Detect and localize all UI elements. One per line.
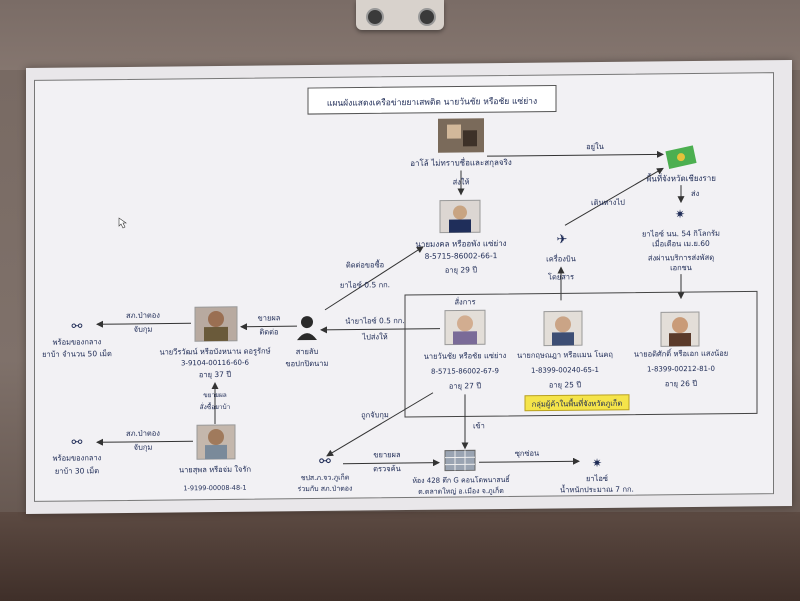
suspect2-name: นายกฤษณฎา หรือแมน โนคฤ bbox=[517, 350, 613, 360]
edge-caught: ถูกจับกุม bbox=[361, 410, 389, 419]
edge-contact-buy: ติดต่อขอซื้อ bbox=[346, 259, 384, 269]
drugs-line4: เอกชน bbox=[670, 263, 692, 272]
informant-name: สายลับ bbox=[296, 347, 319, 356]
edge-expand2: ตรวจค้น bbox=[373, 464, 401, 473]
title-box bbox=[307, 84, 557, 115]
police-line2: ร่วมกับ สภ.ป่าตอง bbox=[298, 485, 353, 494]
werawat-name: นายวีรวัฒน์ หรือบังหนาน ดอรูรักษ์ bbox=[159, 346, 270, 356]
cursor-icon bbox=[118, 217, 127, 229]
edge-travel: เดินทางไป bbox=[591, 198, 625, 207]
wanchai-id: 8-5715-86002-67-9 bbox=[431, 367, 499, 376]
projector-lens bbox=[366, 8, 384, 26]
suspect2-age: อายุ 25 ปี bbox=[549, 380, 581, 389]
boss-name: อาโล้ ไม่ทราบชื่อและสกุลจริง bbox=[410, 156, 512, 168]
informant-icon bbox=[301, 316, 313, 329]
drugs-line2: เมื่อเดือน เม.ย.60 bbox=[652, 238, 710, 249]
edge-order: สั่งการ bbox=[454, 296, 475, 306]
suspect3-id: 1-8399-00212-81-0 bbox=[647, 365, 715, 374]
drugs-line1: ยาไอซ์ นน. 54 กิโลกรัม bbox=[642, 229, 720, 239]
handcuffs-icon: ⚯ bbox=[319, 454, 331, 470]
edge-ice-half: ยาไอซ์ 0.5 กก. bbox=[340, 280, 390, 290]
edge-enter: เข้า bbox=[473, 421, 485, 430]
mongkol-age: อายุ 29 ปี bbox=[445, 265, 477, 274]
werawat-age: อายุ 37 ปี bbox=[199, 370, 231, 379]
seizure1-line2: ยาบ้า จำนวน 50 เม็ด bbox=[42, 348, 112, 359]
projector bbox=[356, 0, 444, 30]
projector-lens bbox=[418, 8, 436, 26]
condo-line2: ต.ตลาดใหญ่ อ.เมือง จ.ภูเก็ต bbox=[418, 486, 504, 496]
airplane-icon: ✈ bbox=[557, 232, 568, 247]
seizure1-line1: พร้อมของกลาง bbox=[53, 337, 102, 347]
police-line1: ชปส.ภ.จว.ภูเก็ต bbox=[301, 473, 350, 483]
seizure2-line1: พร้อมของกลาง bbox=[53, 453, 102, 463]
phuket-group-box bbox=[404, 290, 758, 418]
suspect3-age: อายุ 26 ปี bbox=[665, 379, 697, 388]
ice-leaf-icon: ✷ bbox=[592, 456, 602, 470]
edge-arrest-patong1: สภ.ป่าตอง bbox=[126, 311, 160, 320]
wanchai-name: นายวันชัย หรือชัย แซ่ย่าง bbox=[424, 351, 507, 361]
edge-plane: เครื่องบิน bbox=[546, 253, 576, 263]
ice-final-line1: ยาไอซ์ bbox=[586, 474, 608, 483]
group-label-box bbox=[524, 394, 630, 412]
edge-ice-send2: ไปส่งให้ bbox=[361, 332, 387, 341]
suspect2-id: 1-8399-00240-65-1 bbox=[531, 366, 599, 375]
wanchai-age: อายุ 27 ปี bbox=[449, 381, 481, 390]
group-label: กลุ่มผู้ค้าในพื้นที่จังหวัดภูเก็ต bbox=[532, 398, 623, 409]
mongkol-name: นายมงคล หรืออพัง แซ่ย่าง bbox=[415, 239, 506, 249]
edge-hide: ซุกซ่อน bbox=[515, 449, 539, 458]
edge-arrest2-1: สภ.ป่าตอง bbox=[126, 429, 160, 438]
ice-leaf-icon: ✷ bbox=[675, 207, 685, 221]
region-label: พื้นที่จังหวัดเชียงราย bbox=[646, 172, 716, 184]
wall-bottom bbox=[0, 512, 800, 601]
network-diagram: แผนผังแสดงเครือข่ายยาเสพติด นายวันชัย หร… bbox=[42, 84, 758, 496]
condo-line1: ห้อง 428 ตึก G คอนโดพนาสนธิ์ bbox=[412, 474, 511, 485]
mongkol-id: 8-5715-86002-66-1 bbox=[425, 251, 498, 261]
edge-order2-2: สั่งซื้อยาบ้า bbox=[200, 402, 231, 411]
edge-arrest2-2: จับกุม bbox=[134, 443, 153, 452]
edge-in-region: อยู่ใน bbox=[586, 142, 604, 151]
suspect3-name: นายอดิศักดิ์ หรือเอก แสงน้อย bbox=[634, 348, 728, 359]
edge-order2-1: ขยายผล bbox=[203, 391, 227, 399]
seizure2-line2: ยาบ้า 30 เม็ด bbox=[55, 465, 99, 475]
projection-screen: แผนผังแสดงเครือข่ายยาเสพติด นายวันชัย หร… bbox=[26, 59, 792, 515]
edge-expand1: ขยายผล bbox=[373, 450, 400, 459]
edge-send-to: ส่งให้ bbox=[453, 177, 470, 186]
drugs-line3: ส่งผ่านบริการส่งพัสดุ bbox=[648, 253, 714, 263]
edge-ice-send1: นำยาไอซ์ 0.5 กก. bbox=[345, 316, 404, 326]
edge-sell-contact2: ติดต่อ bbox=[259, 327, 278, 336]
edge-arrest-patong2: จับกุม bbox=[134, 325, 153, 334]
somsak-name: นายสุพล หรือจ่ม ใจรัก bbox=[179, 465, 251, 475]
ice-final-line2: น้ำหนักประมาณ 7 กก. bbox=[560, 484, 634, 495]
informant-name2: ขอปกปิดนาม bbox=[286, 359, 329, 368]
condo-building-icon bbox=[444, 449, 476, 472]
slide: แผนผังแสดงเครือข่ายยาเสพติด นายวันชัย หร… bbox=[34, 72, 774, 502]
somsak-id: 1-9199-00008-48-1 bbox=[183, 484, 246, 493]
edge-send: ส่ง bbox=[691, 189, 700, 198]
handcuffs-icon: ⚯ bbox=[72, 319, 83, 334]
diagram-title: แผนผังแสดงเครือข่ายยาเสพติด นายวันชัย หร… bbox=[327, 96, 537, 109]
handcuffs-icon: ⚯ bbox=[72, 435, 83, 450]
edge-sell-contact1: ขายผล bbox=[258, 313, 281, 322]
werawat-id: 3-9104-00116-60-6 bbox=[181, 359, 250, 368]
